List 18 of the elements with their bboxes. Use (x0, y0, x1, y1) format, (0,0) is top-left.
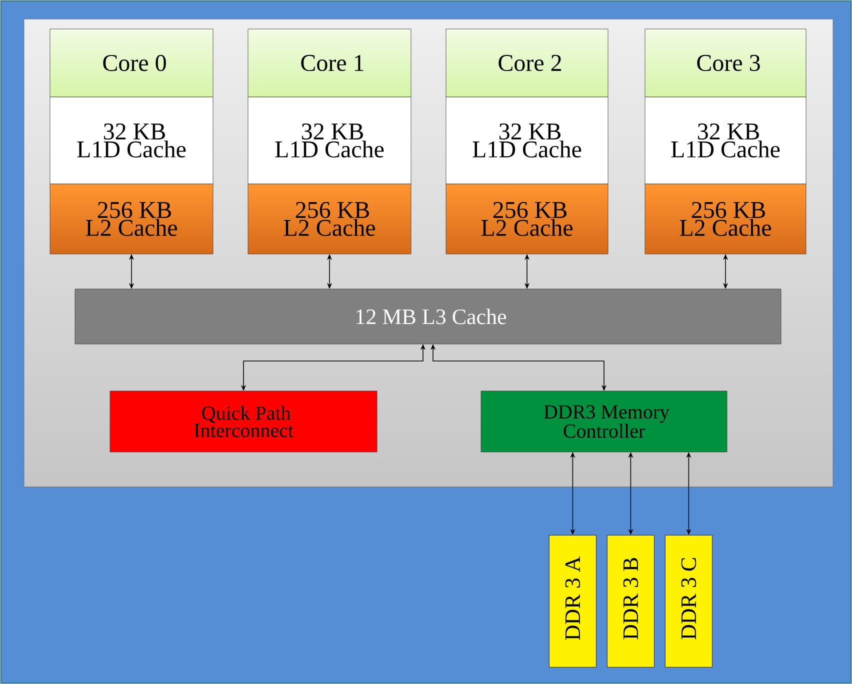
interconnect-box: Quick Path Interconnect (110, 390, 378, 452)
cache-box: 256 KB L2 Cache (50, 184, 214, 254)
cache-box: 32 KB L1D Cache (446, 96, 608, 184)
controller-box: DDR3 Memory Controller (480, 390, 728, 452)
cache-box: 256 KB L2 Cache (644, 184, 806, 254)
core-box: Core 1 (248, 28, 412, 98)
cache-box: 32 KB L1D Cache (644, 96, 806, 184)
memory-module: DDR 3 B (607, 535, 654, 668)
cache-box: 256 KB L2 Cache (248, 184, 412, 254)
cache-box: 32 KB L1D Cache (50, 96, 214, 184)
core-box: Core 0 (50, 28, 214, 98)
memory-module: DDR 3 C (665, 535, 712, 668)
cache-box: 256 KB L2 Cache (446, 184, 608, 254)
cache-box: 12 MB L3 Cache (74, 288, 782, 344)
memory-module: DDR 3 A (549, 535, 596, 668)
core-box: Core 2 (446, 28, 608, 98)
core-box: Core 3 (644, 28, 806, 98)
cache-box: 32 KB L1D Cache (248, 96, 412, 184)
